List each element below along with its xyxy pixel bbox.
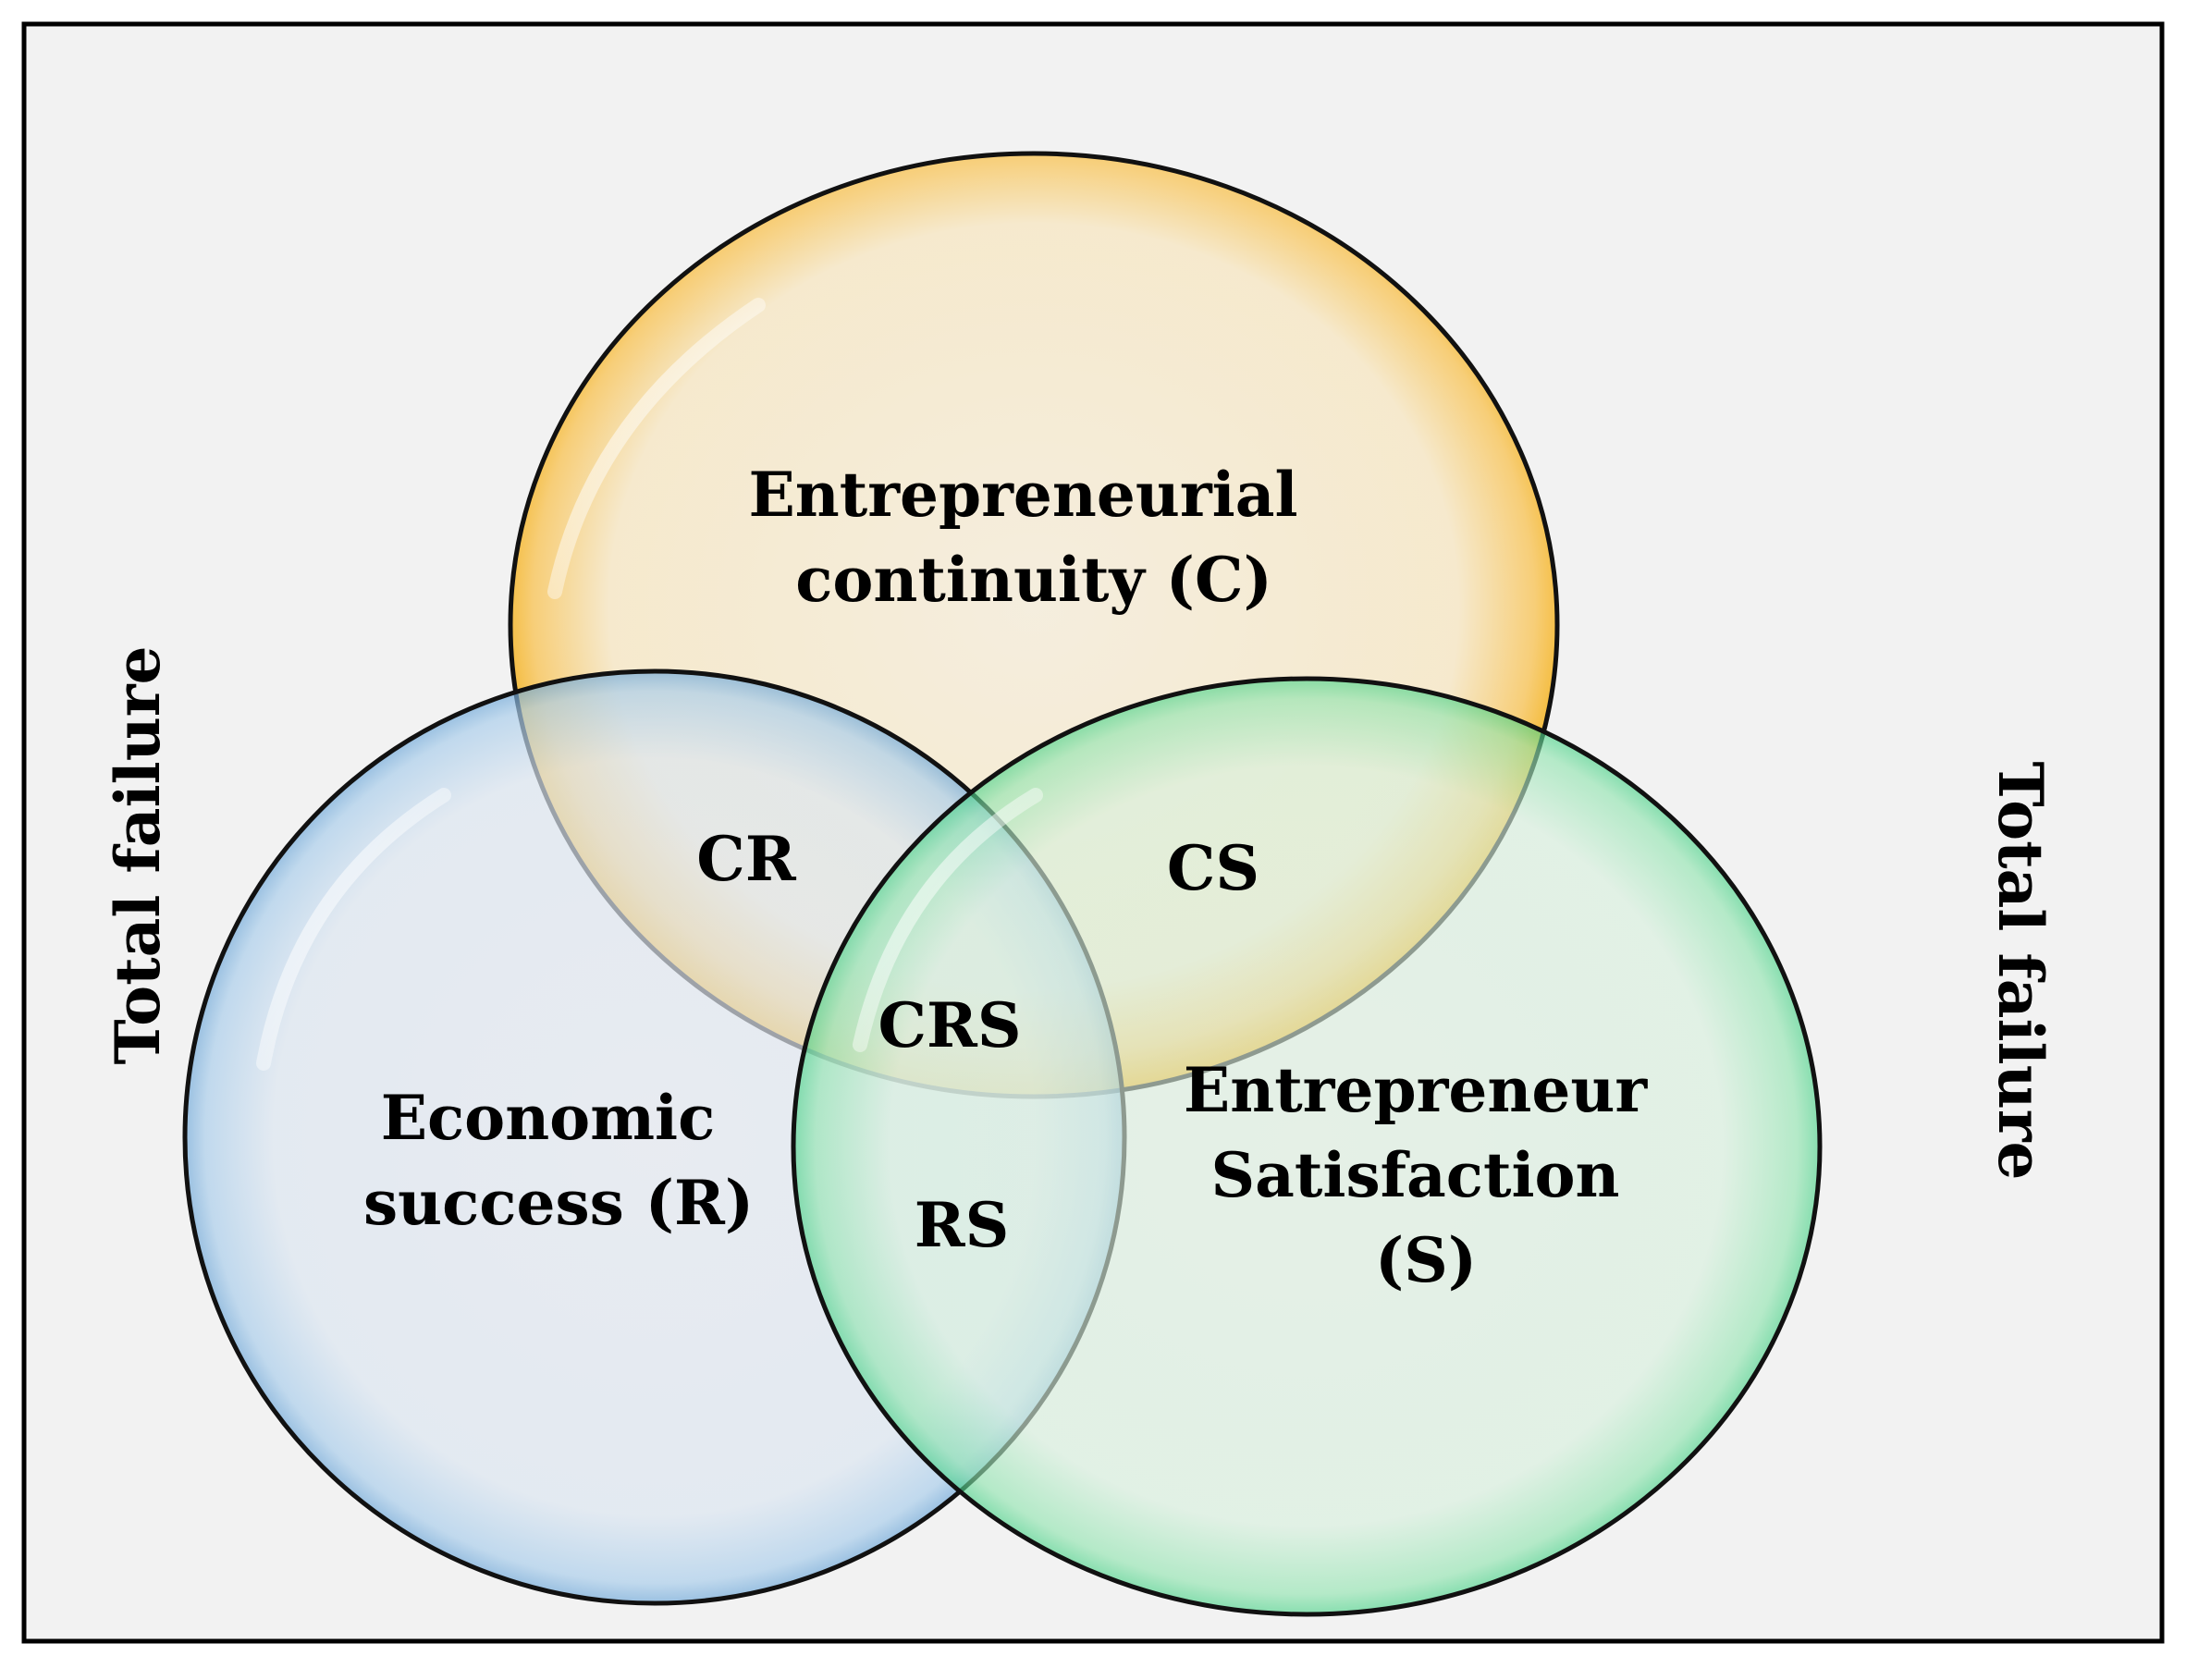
label-intersection-crs: CRS [878,989,1021,1061]
circle-entrepreneur-satisfaction [791,676,1823,1617]
label-entrepreneur-satisfaction: Entrepreneur Satisfaction (S) [1184,1054,1668,1296]
label-intersection-cr: CR [696,823,797,895]
label-economic-success: Economic success (R) [363,1082,754,1239]
label-continuity-line-1: Entrepreneurial [748,459,1297,531]
label-satisfaction-line-2: Satisfaction [1210,1139,1619,1211]
label-intersection-cs: CS [1167,832,1259,904]
label-intersection-rs: RS [915,1189,1010,1261]
label-satisfaction-line-1: Entrepreneur [1184,1054,1648,1126]
gloss-highlight-economic [256,788,451,1071]
label-continuity-line-2: continuity (C) [795,544,1272,616]
label-total-failure-left: Total failure [102,646,174,1065]
gloss-highlight-continuity [547,298,766,599]
label-economic-line-1: Economic [381,1082,716,1154]
label-satisfaction-line-3: (S) [1375,1224,1477,1296]
label-entrepreneurial-continuity: Entrepreneurial continuity (C) [748,459,1319,616]
label-economic-line-2: success (R) [363,1167,754,1239]
label-total-failure-right: Total failure [1984,762,2057,1181]
gloss-highlight-satisfaction [853,788,1043,1052]
